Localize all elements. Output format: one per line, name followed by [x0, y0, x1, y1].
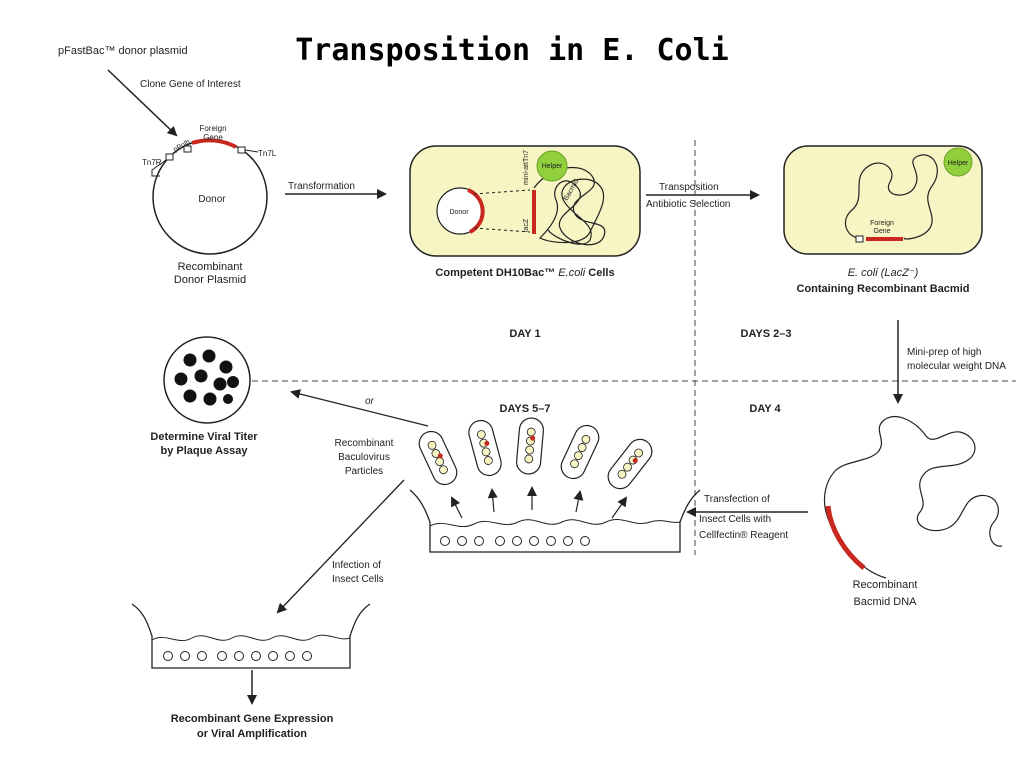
donor-caption: Recombinant: [178, 261, 243, 273]
recombinant-helper-plasmid: [943, 147, 973, 177]
transfection-label-3: Cellfectin® Reagent: [699, 530, 788, 541]
baculovirus-label-2: Baculovirus: [338, 452, 390, 463]
lacz-label: lacZ: [523, 218, 530, 232]
tn7r-label: Tn7R: [142, 158, 162, 167]
infection-arrow: [276, 479, 405, 614]
bacmid-dna-gene: [825, 505, 866, 570]
infection-label-2: Insect Cells: [332, 574, 384, 585]
baculovirus-particles: [418, 417, 653, 490]
baculovirus-label-3: Particles: [345, 466, 383, 477]
foreign-gene-label: Foreign: [199, 124, 226, 133]
recombinant-helper-label: Helper: [948, 160, 969, 167]
days57-label: DAYS 5–7: [500, 403, 551, 415]
virus-particle: [560, 424, 600, 480]
expression-caption: Recombinant Gene Expression: [171, 713, 334, 725]
virus-particle: [468, 419, 502, 477]
antibiotic-selection-label: Antibiotic Selection: [646, 199, 731, 210]
plaque-caption: Determine Viral Titer: [150, 431, 258, 443]
ecoli-caption-2: Containing Recombinant Bacmid: [797, 283, 970, 295]
baculovirus-label: Recombinant: [335, 438, 394, 449]
transfection-label-2: Insect Cells with: [699, 514, 771, 525]
virus-particle: [516, 417, 544, 475]
plaque-assay-arrow: [290, 389, 429, 427]
miniprep-label: Mini-prep of high: [907, 347, 981, 358]
cell-donor-label: Donor: [449, 209, 469, 216]
day4-label: DAY 4: [749, 403, 781, 415]
helper-label: Helper: [542, 163, 563, 170]
clone-gene-label: Clone Gene of Interest: [140, 79, 241, 90]
helper-plasmid: [536, 150, 568, 182]
expression-caption-2: or Viral Amplification: [197, 728, 307, 740]
plaque-assay-dish: [163, 336, 251, 424]
plaque-caption-2: by Plaque Assay: [160, 445, 248, 457]
tn7l-label: Tn7L: [258, 149, 277, 158]
infected-culture-dish: [131, 603, 371, 669]
clone-arrow: [107, 69, 178, 137]
donor-caption-2: Donor Plasmid: [174, 274, 246, 286]
recombinant-foreign-gene-label-2: Gene: [873, 228, 890, 235]
day1-label: DAY 1: [509, 328, 540, 340]
competent-cell-caption: Competent DH10Bac™ E.coli Cells: [435, 267, 614, 279]
days23-label: DAYS 2–3: [741, 328, 792, 340]
virus-particle: [607, 438, 653, 490]
bacmid-dna-caption: Recombinant: [853, 579, 918, 591]
virus-particle: [418, 430, 458, 486]
bacmid-squiggle: [533, 166, 606, 246]
donor-plasmid-label: pFastBac™ donor plasmid: [58, 45, 188, 57]
bacmid-dna-loop: [823, 415, 1003, 579]
page-title: Transposition in E. Coli: [295, 33, 728, 68]
foreign-gene-label-2: Gene: [203, 133, 223, 142]
miniprep-label-2: molecular weight DNA: [907, 361, 1006, 372]
ecoli-caption: E. coli (LacZ⁻): [848, 267, 919, 279]
competent-cell: Donor lacZ mini-attTn7 Bacmid Helper: [409, 145, 641, 257]
or-label: or: [365, 396, 375, 407]
transposition-label: Transposition: [659, 182, 719, 193]
foreign-gene-segment: [191, 138, 237, 149]
donor-plasmid: Foreign Gene pPolh Tn7R Tn7L Donor: [142, 124, 277, 255]
donor-center-label: Donor: [198, 194, 226, 205]
transfection-label: Transfection of: [704, 494, 770, 505]
infection-label: Infection of: [332, 560, 381, 571]
transfected-culture-dish: [409, 486, 701, 553]
recombinant-foreign-gene-label: Foreign: [870, 220, 894, 227]
recombinant-bacmid-squiggle: [844, 154, 938, 240]
bacmid-dna-caption-2: Bacmid DNA: [854, 596, 918, 608]
recombinant-cell: Helper Foreign Gene: [783, 145, 983, 255]
mini-att-label: mini-attTn7: [523, 150, 530, 185]
transformation-label: Transformation: [288, 181, 355, 192]
